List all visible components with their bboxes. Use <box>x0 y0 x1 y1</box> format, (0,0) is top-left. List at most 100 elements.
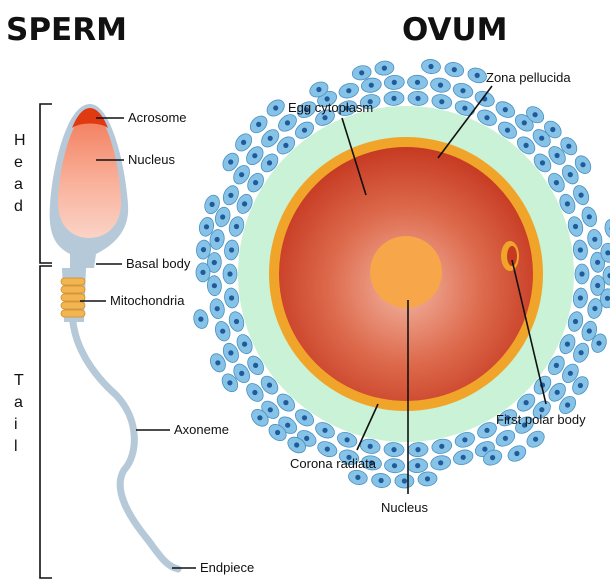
corona-cell-nucleus <box>439 443 445 449</box>
corona-cell-nucleus <box>324 446 330 452</box>
corona-cell-nucleus <box>304 107 310 113</box>
corona-cell-nucleus <box>564 341 571 347</box>
corona-cell-nucleus <box>577 295 584 301</box>
corona-cell-nucleus <box>460 88 466 94</box>
corona-cell-nucleus <box>228 192 234 198</box>
mitochondria-coils <box>60 277 86 318</box>
corona-cell-nucleus <box>267 135 273 141</box>
corona-cell-nucleus <box>566 143 572 149</box>
corona-cell-nucleus <box>592 236 598 242</box>
corona-cell-nucleus <box>439 99 445 105</box>
corona-cell-nucleus <box>200 247 207 253</box>
corona-cell-nucleus <box>239 370 245 376</box>
corona-cell-nucleus <box>266 160 273 166</box>
corona-cell-nucleus <box>415 463 421 469</box>
head-bracket <box>39 103 52 264</box>
corona-cell-nucleus <box>539 160 546 166</box>
corona-cell-nucleus <box>215 360 221 366</box>
corona-cell-nucleus <box>241 139 247 145</box>
corona-cell-nucleus <box>490 455 496 461</box>
first-polar-body-core <box>507 246 517 266</box>
corona-cell-nucleus <box>554 152 560 159</box>
corona-cell-nucleus <box>521 422 528 428</box>
corona-cell-nucleus <box>502 107 508 113</box>
corona-cell-nucleus <box>451 67 457 73</box>
corona-cell-nucleus <box>301 127 308 133</box>
corona-cell-nucleus <box>227 380 233 386</box>
corona-cell-nucleus <box>203 224 210 230</box>
corona-cell-nucleus <box>359 70 365 76</box>
corona-cell-nucleus <box>414 79 421 85</box>
corona-cell-nucleus <box>273 105 279 111</box>
corona-cell-nucleus <box>514 450 520 457</box>
corona-cell-nucleus <box>553 180 560 186</box>
corona-cell-nucleus <box>233 318 240 325</box>
corona-cell-nucleus <box>596 340 602 346</box>
corona-cell-nucleus <box>553 362 560 368</box>
corona-radiata-cells <box>193 59 610 489</box>
first-polar-body-label: First polar body <box>496 412 586 427</box>
corona-cell-nucleus <box>346 454 352 460</box>
corona-cell-nucleus <box>275 429 281 436</box>
corona-cell-nucleus <box>577 382 584 389</box>
corona-cell-nucleus <box>294 442 300 448</box>
egg-cytoplasm-leader <box>341 117 367 196</box>
corona-cell-nucleus <box>539 407 545 413</box>
corona-cell-nucleus <box>367 443 373 449</box>
corona-cell-nucleus <box>607 273 610 279</box>
corona-cell-nucleus <box>233 223 240 230</box>
acrosome <box>72 108 108 128</box>
corona-cell-nucleus <box>220 328 226 334</box>
mitochondria-label: Mitochondria <box>110 293 185 308</box>
corona-cell-nucleus <box>229 247 235 253</box>
corona-cell-nucleus <box>257 415 263 421</box>
corona-cell-nucleus <box>462 437 468 443</box>
corona-cell-nucleus <box>214 236 220 243</box>
ovum-figure: Egg cytoplasm Zona pellucida First polar… <box>193 59 610 515</box>
corona-cell-nucleus <box>214 306 220 312</box>
corona-cell-nucleus <box>533 436 539 442</box>
corona-cell-nucleus <box>424 476 431 482</box>
corona-cell-nucleus <box>554 389 560 395</box>
corona-cell-nucleus <box>322 115 328 121</box>
corona-cell-nucleus <box>539 135 545 141</box>
corona-cell-nucleus <box>283 142 289 148</box>
corona-cell <box>604 218 610 239</box>
axoneme-label: Axoneme <box>174 422 229 437</box>
corona-radiata-label: Corona radiata <box>290 456 377 471</box>
corona-cell-nucleus <box>267 407 273 413</box>
corona-cell-nucleus <box>228 159 234 165</box>
corona-cell-nucleus <box>227 271 233 277</box>
corona-cell-nucleus <box>242 201 248 207</box>
corona-cell-nucleus <box>415 447 421 453</box>
endpiece-label: Endpiece <box>200 560 254 575</box>
corona-cell-nucleus <box>391 95 397 101</box>
corona-cell-nucleus <box>324 96 330 102</box>
corona-cell-nucleus <box>301 415 308 421</box>
egg-nucleus-label: Nucleus <box>381 500 428 515</box>
corona-cell-nucleus <box>484 115 490 121</box>
first-polar-body-leader <box>511 259 547 405</box>
corona-cell-nucleus <box>474 72 480 78</box>
corona-cell-nucleus <box>229 295 235 301</box>
corona-cell-nucleus <box>565 402 571 408</box>
corona-cell-nucleus <box>586 214 592 220</box>
corona-cell-nucleus <box>239 172 245 178</box>
corona-cell-nucleus <box>253 180 259 186</box>
corona-cell-nucleus <box>592 305 598 312</box>
corona-cell-nucleus <box>462 105 468 111</box>
corona-cell-nucleus <box>378 477 384 484</box>
corona-cell-nucleus <box>523 400 529 406</box>
corona-cell-nucleus <box>316 86 322 93</box>
corona-cell-nucleus <box>355 474 361 480</box>
ovum-title: OVUM <box>402 12 508 48</box>
sperm-title: SPERM <box>6 12 127 48</box>
corona-cell-nucleus <box>586 328 592 334</box>
corona-cell-nucleus <box>550 126 556 133</box>
corona-cell-nucleus <box>381 65 387 71</box>
